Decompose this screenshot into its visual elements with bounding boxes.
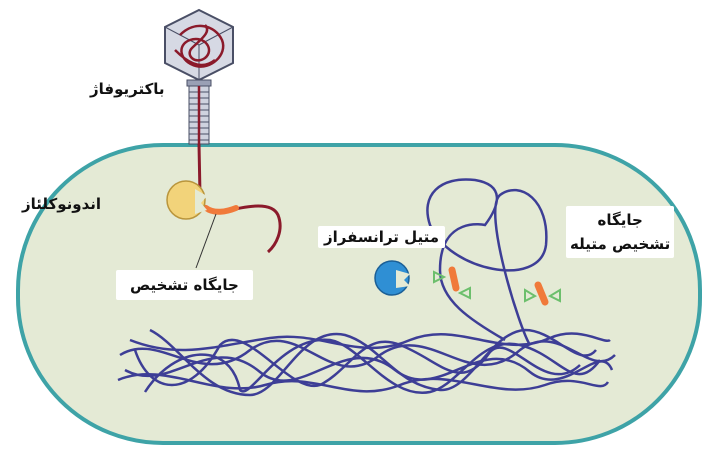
label-recognition-site: جایگاه تشخیص [116,270,253,300]
methylation-site-left [448,266,460,292]
phage-recognition-site [203,205,239,215]
label-bacteriophage: باکتریوفاژ [90,80,165,98]
bacterial-chromosome [117,178,616,397]
label-methyltransferase: متیل ترانسفراز [318,226,446,248]
phage-collar [186,79,212,87]
methyltransferase [374,260,410,296]
recognition-site-pointer [195,213,217,269]
label-endonuclease: اندونوکلئاز [22,195,102,213]
endonuclease [166,180,207,220]
bacteriophage [164,8,234,145]
label-methylated-line2: تشخیص متیله [570,235,671,253]
dna-loop [426,178,548,346]
methylation-site-right [534,281,549,306]
phage-dna-packed [174,24,225,68]
methyl-markers [433,270,561,303]
label-methylated-recognition-site: جایگاه تشخیص متیله [566,206,675,258]
label-methylated-line1: جایگاه [597,211,643,229]
